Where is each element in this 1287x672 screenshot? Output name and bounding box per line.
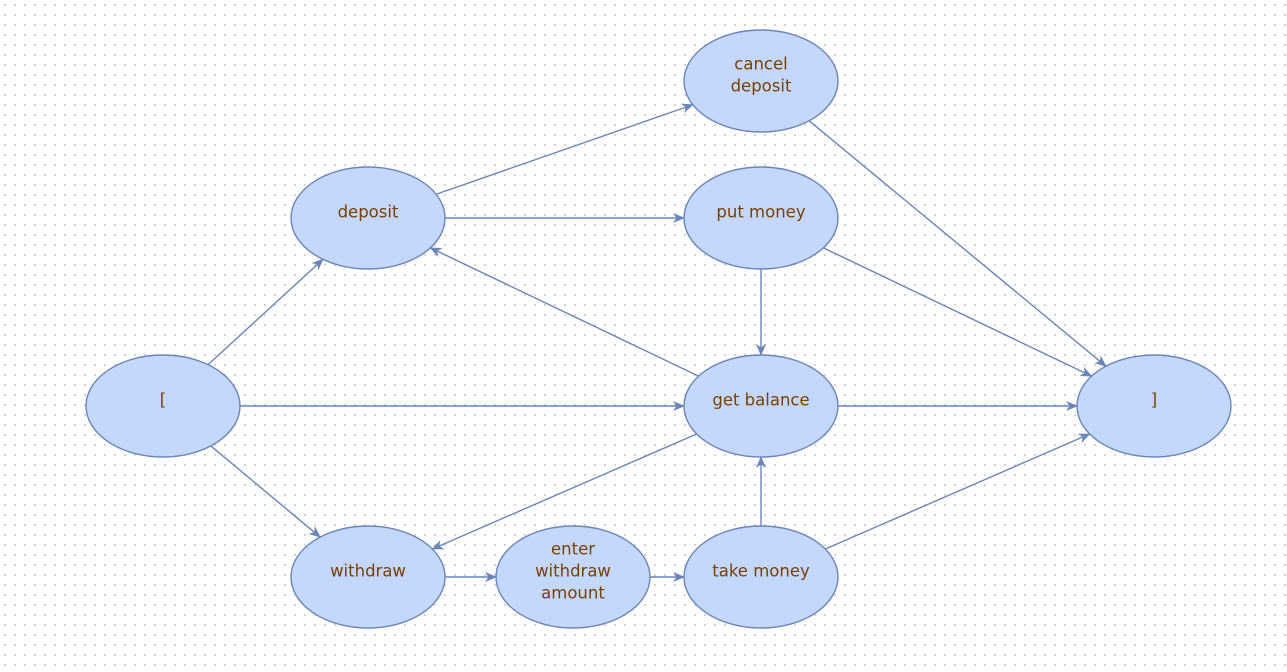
state-node-shape[interactable] xyxy=(85,354,241,458)
state-node-get-balance[interactable]: get balance xyxy=(683,354,839,458)
edge-take-money-to-end[interactable] xyxy=(825,433,1091,550)
edge-line xyxy=(431,433,697,550)
edge-cancel-deposit-to-end[interactable] xyxy=(808,120,1107,367)
state-node-shape[interactable] xyxy=(683,166,839,270)
state-node-start[interactable]: [ xyxy=(85,354,241,458)
state-node-withdraw[interactable]: withdraw xyxy=(290,525,446,629)
edges-layer xyxy=(207,103,1107,582)
state-node-take-money[interactable]: take money xyxy=(683,525,839,629)
state-node-end[interactable]: ] xyxy=(1076,354,1232,458)
edge-start-to-deposit[interactable] xyxy=(207,258,324,366)
edge-line xyxy=(429,247,699,377)
state-node-shape[interactable] xyxy=(683,29,839,133)
state-node-shape[interactable] xyxy=(290,525,446,629)
state-node-shape[interactable] xyxy=(683,354,839,458)
edge-line xyxy=(825,433,1091,550)
edge-line xyxy=(435,103,694,195)
state-node-shape[interactable] xyxy=(290,166,446,270)
edge-get-balance-to-withdraw[interactable] xyxy=(431,433,697,550)
edge-line xyxy=(207,258,324,366)
edge-line xyxy=(808,120,1107,367)
edge-line xyxy=(823,247,1093,377)
edge-deposit-to-cancel-deposit[interactable] xyxy=(435,103,694,195)
edge-line xyxy=(210,445,321,538)
state-node-shape[interactable] xyxy=(495,525,651,629)
state-node-deposit[interactable]: deposit xyxy=(290,166,446,270)
edge-get-balance-to-deposit[interactable] xyxy=(429,247,699,377)
state-node-put-money[interactable]: put money xyxy=(683,166,839,270)
state-node-shape[interactable] xyxy=(683,525,839,629)
edge-put-money-to-end[interactable] xyxy=(823,247,1093,377)
edge-start-to-withdraw[interactable] xyxy=(210,445,321,538)
state-node-shape[interactable] xyxy=(1076,354,1232,458)
